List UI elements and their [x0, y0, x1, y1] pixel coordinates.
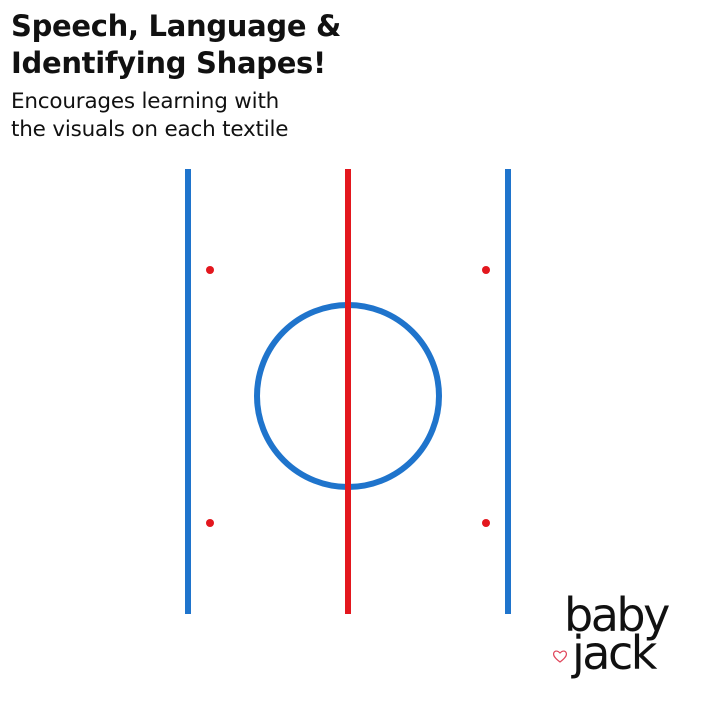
faceoff-dot-bottom-left — [206, 519, 214, 527]
headline-line-1: Speech, Language & — [11, 9, 342, 43]
faceoff-dot-top-left — [206, 266, 214, 274]
subheadline-line-1: Encourages learning with — [11, 89, 280, 114]
headline-line-2: Identifying Shapes! — [11, 46, 326, 80]
subheadline: Encourages learning with the visuals on … — [11, 88, 289, 144]
faceoff-dot-bottom-right — [482, 519, 490, 527]
subheadline-line-2: the visuals on each textile — [11, 117, 289, 142]
heart-icon — [552, 650, 568, 663]
headline: Speech, Language & Identifying Shapes! — [11, 8, 341, 82]
baby-jack-logo: baby jack — [552, 592, 692, 682]
faceoff-dot-top-right — [482, 266, 490, 274]
logo-word-jack: jack — [572, 626, 657, 680]
logo-word-baby: baby — [564, 588, 670, 642]
